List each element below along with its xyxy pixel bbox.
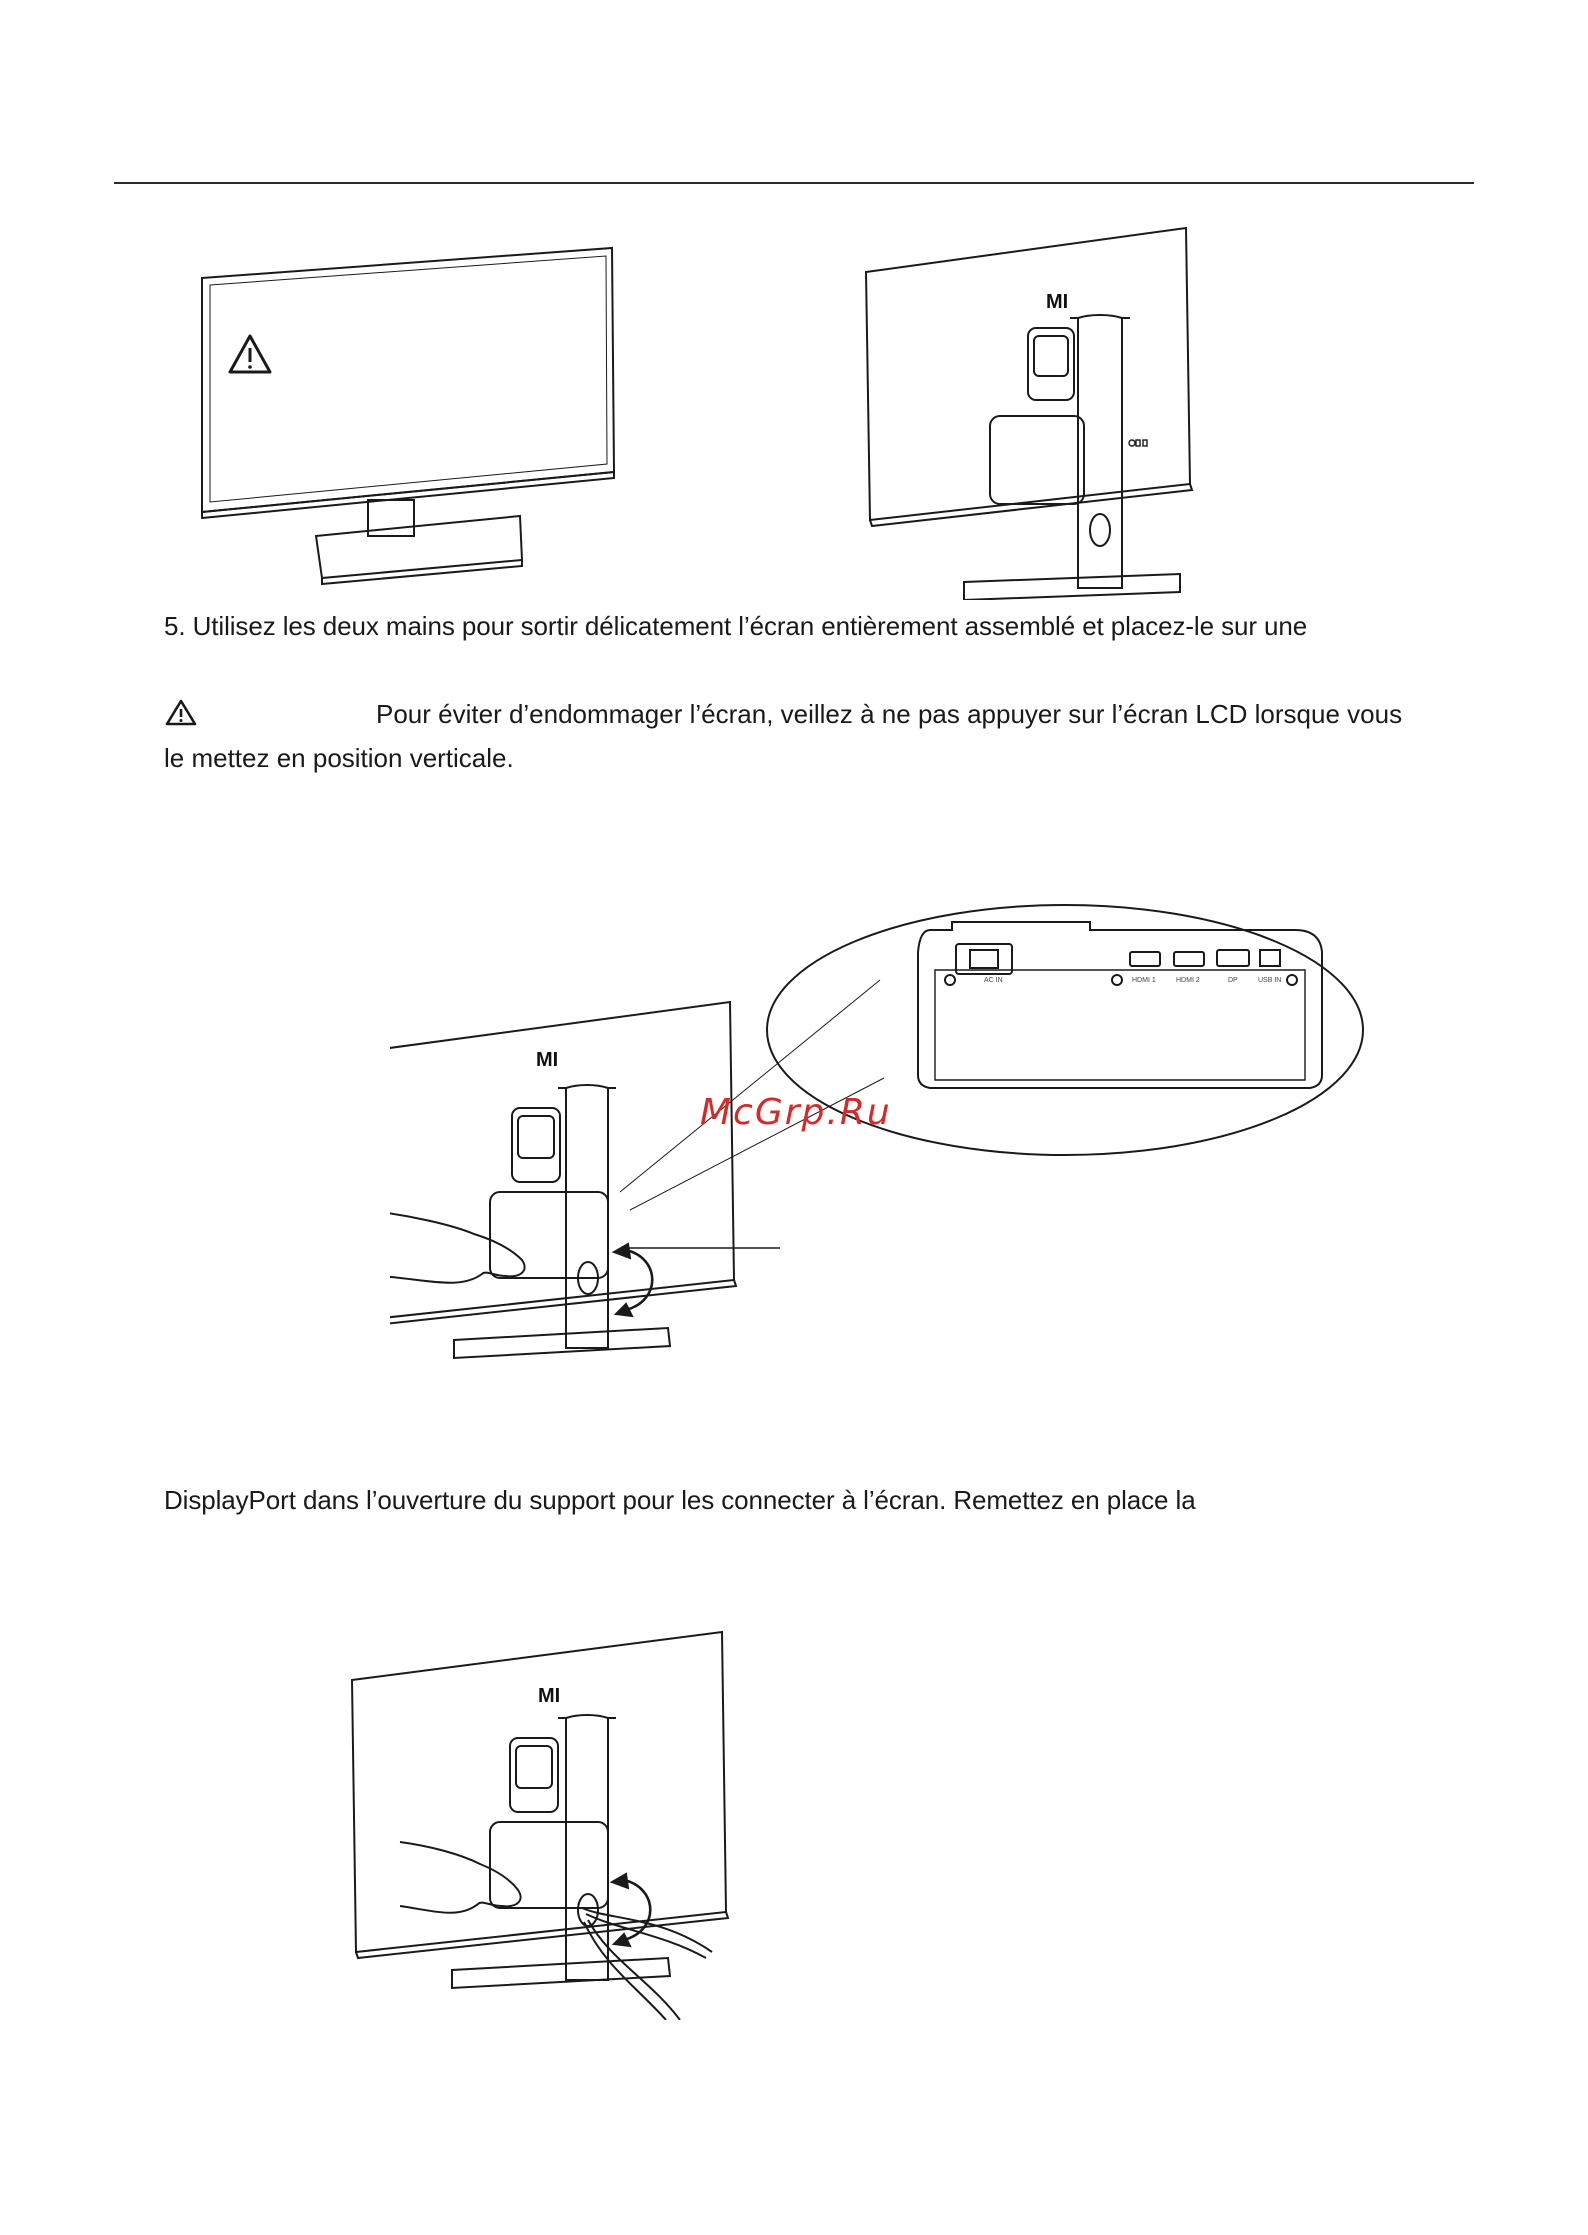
port-label-hdmi-2: HDMI 2 xyxy=(1176,977,1200,984)
port-labels: AC IN HDMI 1 HDMI 2 DP USB IN xyxy=(984,977,1281,984)
warning-line-2: le mettez en position verticale. xyxy=(164,743,514,773)
warning-line-1: Pour éviter d’endommager l’écran, veille… xyxy=(376,699,1403,729)
step-6-text: DisplayPort dans l’ouverture du support … xyxy=(164,1485,1196,1515)
figure-cover-removal: MI AC IN HDMI 1 HDMI 2 DP USB IN xyxy=(390,880,1440,1360)
brand-logo: MI xyxy=(1046,291,1068,313)
figure-monitor-back: MI xyxy=(860,220,1200,600)
warning-triangle-icon xyxy=(165,699,197,726)
figure-cable-routing: MI xyxy=(340,1620,740,2020)
figure-monitor-front xyxy=(190,240,630,590)
step-5-text: 5. Utilisez les deux mains pour sortir d… xyxy=(164,611,1308,641)
warning-notice: Pour éviter d’endommager l’écran, veille… xyxy=(164,692,1484,780)
brand-logo: MI xyxy=(538,1685,560,1707)
port-label-usb-in: USB IN xyxy=(1258,977,1281,984)
port-label-dp: DP xyxy=(1228,977,1238,984)
brand-logo: MI xyxy=(536,1049,558,1071)
watermark-text: McGrp.Ru xyxy=(700,1092,892,1133)
port-label-hdmi-1: HDMI 1 xyxy=(1132,977,1156,984)
port-label-ac-in: AC IN xyxy=(984,977,1003,984)
warning-triangle-icon xyxy=(228,334,272,374)
header-rule xyxy=(114,182,1474,184)
